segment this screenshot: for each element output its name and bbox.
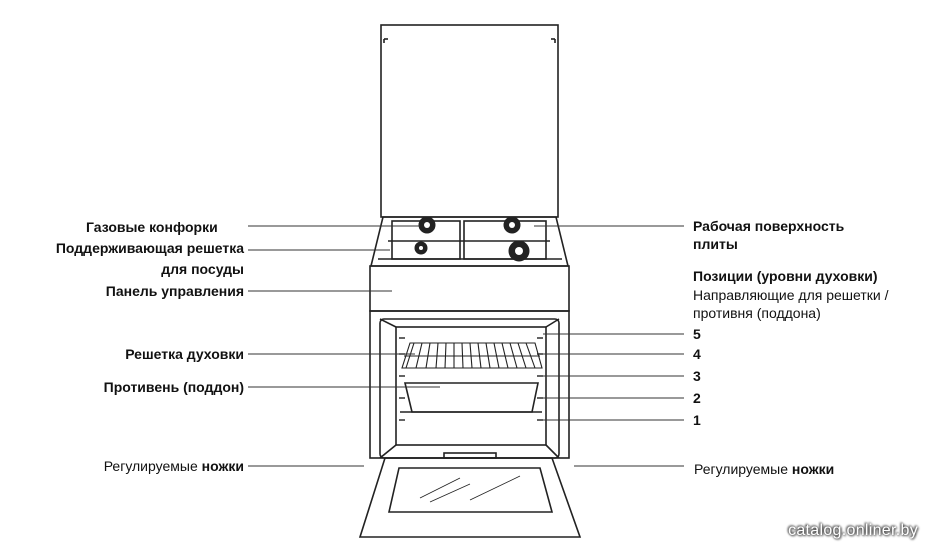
label-guides-line1: Направляющие для решетки /	[693, 287, 889, 303]
label-guides-line2: противня (поддона)	[693, 305, 821, 321]
label-positions-title: Позиции (уровни духовки)	[693, 268, 878, 284]
label-oven-rack: Решетка духовки	[125, 346, 244, 362]
level-4: 4	[693, 346, 701, 362]
label-grate-line2: для посуды	[161, 261, 244, 277]
level-5: 5	[693, 326, 701, 342]
label-control-panel: Панель управления	[105, 283, 244, 299]
watermark: catalog.onliner.by	[788, 522, 918, 539]
feet-right-prefix: Регулируемые	[694, 461, 792, 477]
feet-left-bold: ножки	[201, 458, 244, 474]
level-1: 1	[693, 412, 701, 428]
label-hob-line2: плиты	[693, 236, 738, 252]
level-2: 2	[693, 390, 701, 406]
label-burners: Газовые конфорки	[86, 219, 218, 235]
feet-left-prefix: Регулируемые	[103, 458, 202, 474]
label-tray: Противень (поддон)	[103, 379, 244, 395]
level-3: 3	[693, 368, 701, 384]
label-feet-right: Регулируемые ножки	[694, 461, 834, 478]
feet-right-bold: ножки	[791, 461, 835, 477]
label-feet-left: Регулируемые ножки	[104, 458, 244, 475]
control-panel	[369, 265, 570, 312]
oven-rack	[401, 342, 543, 369]
stove-body	[369, 310, 570, 459]
label-hob-line1: Рабочая поверхность	[693, 218, 845, 234]
label-grate-line1: Поддерживающая решетка	[55, 240, 244, 256]
lid	[380, 24, 559, 218]
